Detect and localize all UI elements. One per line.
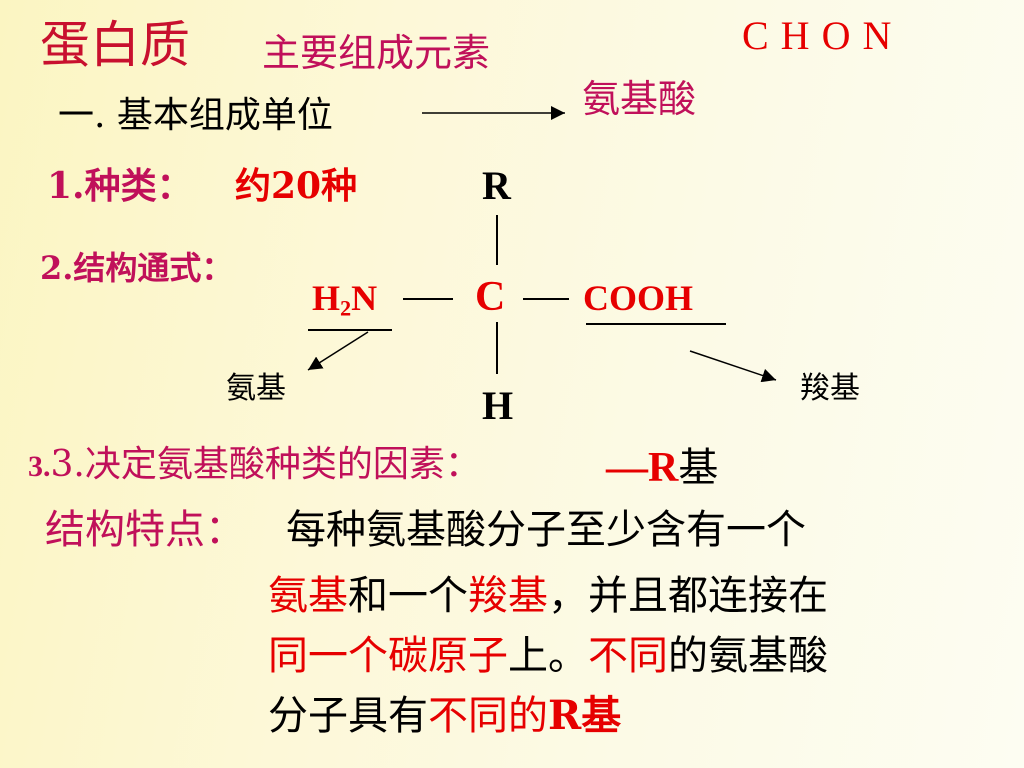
formula-r: R (482, 163, 511, 208)
bond-c-cooh (523, 298, 569, 300)
amino-n: N (351, 278, 378, 318)
bond-r-c (496, 215, 498, 265)
amino-group-caption: 氨基 (226, 371, 286, 406)
amino-acid-label: 氨基酸 (582, 77, 697, 121)
feature-r-group: R基 (548, 692, 622, 739)
determining-factor-number: 3. (28, 450, 51, 483)
kind-label: 1.种类： (47, 165, 193, 207)
feature-same-carbon: 同一个碳原子 (268, 633, 508, 679)
feature-amino: 氨基 (268, 573, 348, 619)
kind-value: 约20种 (235, 165, 358, 207)
feature-different-r: 不同的 (428, 693, 548, 739)
amino-subscript: 2 (340, 295, 352, 321)
amino-group-formula: H2N (312, 278, 378, 319)
elements-list: C H O N (742, 13, 893, 58)
structure-formula-label: 2.结构通式： (40, 249, 234, 287)
carboxyl-underline (586, 323, 726, 325)
page-title: 蛋白质 (40, 16, 190, 74)
amino-underline (308, 329, 392, 331)
r-group-answer: —R基 (606, 446, 718, 489)
carboxyl-group-arrow (689, 350, 777, 383)
determining-factor-text: 3.决定氨基酸种类的因素： (50, 444, 481, 485)
main-elements-label: 主要组成元素 (262, 31, 491, 75)
carboxyl-group-caption: 羧基 (800, 371, 860, 406)
amino-group-arrow (307, 331, 369, 371)
amino-h: H (312, 278, 341, 318)
feature-different: 不同 (588, 633, 668, 679)
formula-c: C (475, 274, 506, 320)
feature-label: 结构特点： (45, 507, 245, 553)
r-suffix: 基 (678, 445, 719, 491)
r-dash: — (606, 445, 648, 491)
feature-line-1: 每种氨基酸分子至少含有一个 (286, 507, 806, 553)
feature-carboxyl: 羧基 (468, 573, 548, 619)
feature-line-2: 氨基和一个羧基，并且都连接在 (268, 573, 828, 619)
r-letter: R (648, 445, 679, 491)
determining-factor-label: 3.3.决定氨基酸种类的因素： (28, 447, 481, 483)
bond-n-c (403, 298, 453, 300)
basic-unit-label: 一. 基本组成单位 (58, 95, 333, 136)
formula-h: H (482, 383, 514, 428)
feature-line-3: 同一个碳原子上。不同的氨基酸 (268, 633, 828, 679)
carboxyl-group-formula: COOH (583, 278, 694, 318)
feature-line-4: 分子具有不同的R基 (268, 692, 622, 739)
bond-c-h (496, 322, 498, 374)
